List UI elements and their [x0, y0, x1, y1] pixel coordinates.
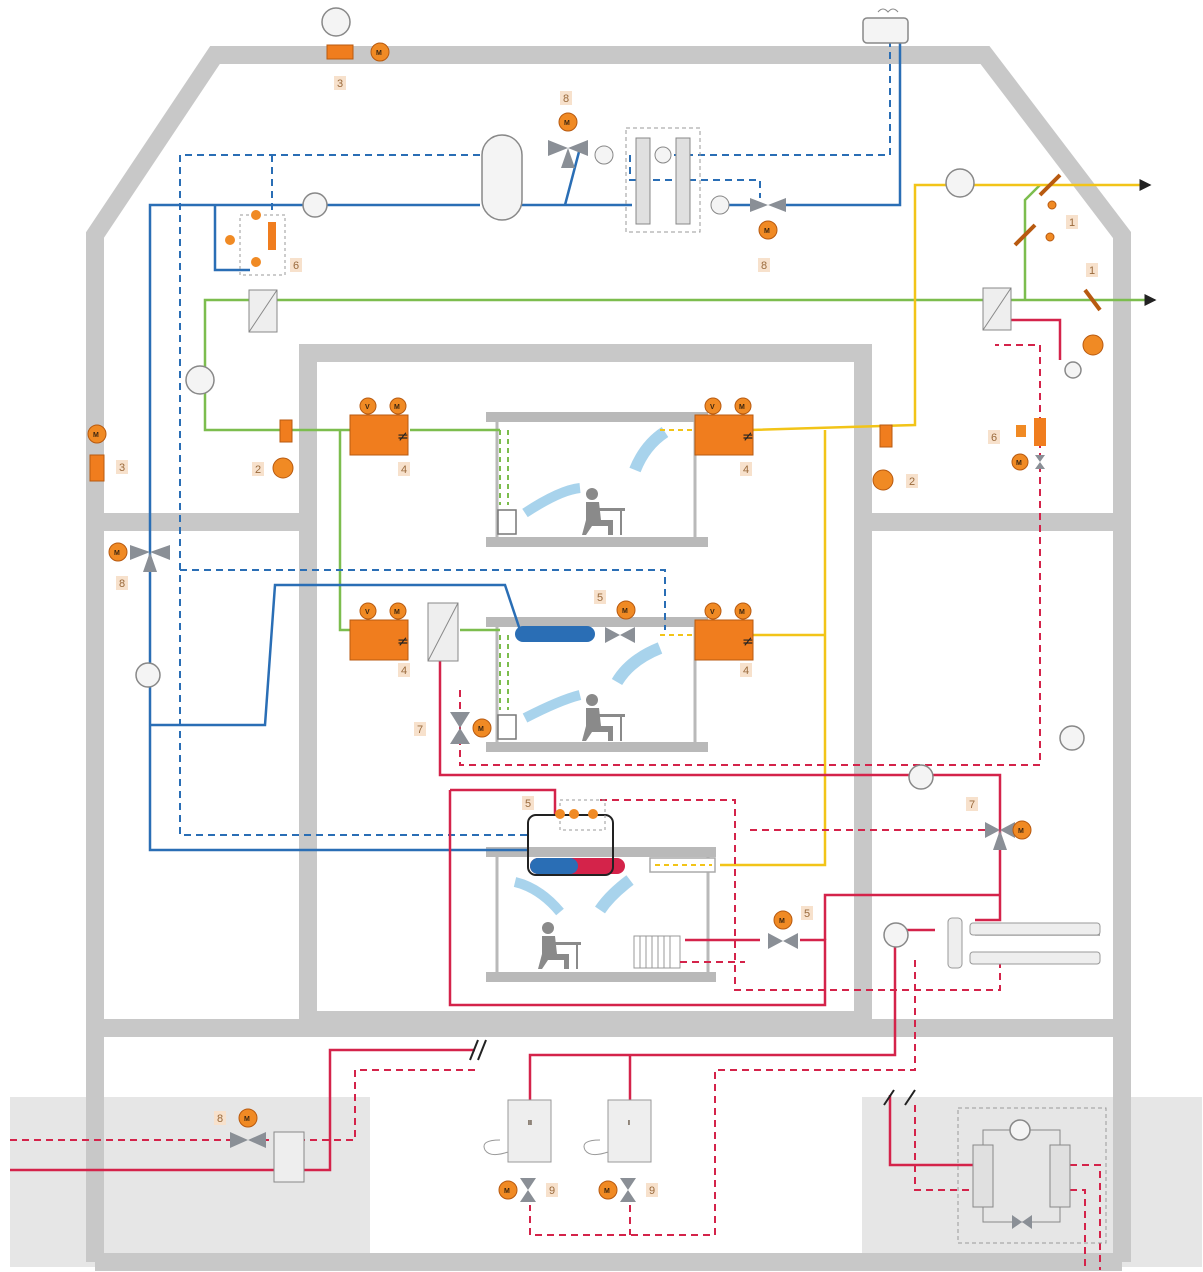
callout: 2: [255, 464, 261, 476]
occupant-icon: [538, 922, 581, 969]
boiler-icon: II I: [483, 1099, 652, 1163]
fan-icon: [185, 7, 1031, 1141]
callout-labels: 3 8 8 6 1 1 3 2 4 4 2 6 8 5 4 4 7 5 7 5 …: [116, 76, 1098, 1197]
motor-label: M: [93, 432, 99, 439]
motor-label: M: [622, 608, 628, 615]
cooling-pipes: [148, 40, 902, 852]
boiler-label: II: [528, 1120, 532, 1127]
motor-label: M: [394, 404, 400, 411]
damper-icon: [89, 44, 893, 482]
motor-label: M: [478, 726, 484, 733]
ground: [10, 1097, 1202, 1267]
motor-label: M: [739, 609, 745, 616]
radiator-icon: [633, 935, 681, 969]
occupant-icon: [582, 694, 625, 741]
motor-label: M: [114, 550, 120, 557]
volume-actuator-label: V: [710, 609, 715, 616]
motor-label: M: [1016, 460, 1022, 467]
motor-label: M: [764, 228, 770, 235]
controller-symbol: ≠: [742, 429, 754, 445]
motor-actuators: M M M M M M M M M M M M M: [87, 42, 1104, 1200]
room-middle: [486, 617, 708, 752]
motor-label: M: [394, 609, 400, 616]
callout: 2: [909, 476, 915, 488]
controller-symbol: ≠: [397, 634, 409, 650]
occupant-icon: [582, 488, 625, 535]
motor-label: M: [504, 1188, 510, 1195]
rooms: [486, 412, 716, 982]
cooling-tower-icon: [862, 8, 909, 44]
cooling-return-pipes: [179, 40, 891, 836]
callout: 5: [525, 798, 531, 810]
callout: 4: [743, 464, 749, 476]
storage-tank-icon: [481, 134, 523, 221]
motor-label: M: [376, 50, 382, 57]
heating-pipes: [10, 318, 1100, 1172]
air-handling-units: V M V M V M V M ≠ ≠ ≠ ≠: [349, 397, 754, 661]
damper-blades: [1013, 173, 1102, 312]
callout: 7: [417, 724, 423, 736]
callout: 8: [119, 578, 125, 590]
motor-label: M: [604, 1188, 610, 1195]
motor-label: M: [1018, 828, 1024, 835]
callout: 9: [549, 1185, 555, 1197]
chiller-icon: [594, 127, 730, 233]
callout: 4: [743, 665, 749, 677]
exhaust-air-ducts: [655, 183, 1140, 867]
callout: 9: [649, 1185, 655, 1197]
callout: 3: [119, 462, 125, 474]
callout: 3: [337, 78, 343, 90]
callout: 1: [1069, 217, 1075, 229]
callout: 6: [293, 260, 299, 272]
room-top: [486, 412, 708, 547]
valve-icon: [130, 140, 1045, 1229]
controller-symbol: ≠: [397, 429, 409, 445]
motor-label: M: [564, 120, 570, 127]
volume-actuator-label: V: [365, 404, 370, 411]
callout: 8: [563, 93, 569, 105]
pipe-break-marks: [469, 1039, 916, 1106]
motor-label: M: [244, 1116, 250, 1123]
callout: 8: [761, 260, 767, 272]
distribution-header: [947, 917, 1101, 969]
pump-icon: [135, 192, 1085, 948]
callout: 4: [401, 464, 407, 476]
volume-actuator-label: V: [365, 609, 370, 616]
beam-valve-group: [527, 799, 614, 876]
boiler-label: I: [628, 1120, 630, 1127]
callout: 4: [401, 665, 407, 677]
callout: 8: [217, 1113, 223, 1125]
callout: 1: [1089, 265, 1095, 277]
callout: 6: [991, 432, 997, 444]
callout: 7: [969, 799, 975, 811]
motor-label: M: [739, 404, 745, 411]
heat-exchanger-icon: [248, 287, 1012, 1183]
callout: 5: [804, 908, 810, 920]
outdoor-air-ducts: [203, 184, 1145, 710]
chilled-beam: [515, 626, 595, 642]
volume-actuator-label: V: [710, 404, 715, 411]
building-structure: [86, 46, 1131, 1271]
callout: 5: [597, 592, 603, 604]
control-valve-group: [225, 210, 1046, 446]
controller-symbol: ≠: [742, 634, 754, 650]
room-bottom: [486, 847, 716, 982]
motor-label: M: [779, 918, 785, 925]
